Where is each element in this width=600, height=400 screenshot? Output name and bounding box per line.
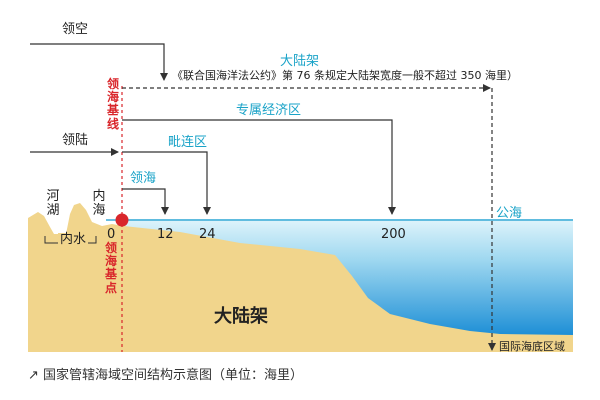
- contiguous-zone-label: 毗连区: [168, 135, 208, 150]
- inland-water-label: 内水: [58, 232, 89, 247]
- baseline-point-marker: [115, 213, 129, 227]
- contiguous-zone-arrow: [122, 151, 211, 215]
- high-seas-label: 公海: [496, 206, 523, 221]
- tick-200: 200: [381, 227, 406, 242]
- continental-shelf-main-label: 大陆架: [214, 306, 268, 327]
- caption-arrow-icon: ↗: [28, 368, 39, 383]
- airspace-arrow: [30, 43, 168, 81]
- eez-arrow: [122, 119, 396, 215]
- river-lake-label: 河湖: [46, 189, 60, 219]
- tick-0: 0: [107, 227, 116, 242]
- land-territory-label: 领陆: [62, 133, 89, 148]
- continental-shelf-top-label: 大陆架: [280, 54, 320, 69]
- international-seabed-label: 国际海底区域: [499, 340, 565, 353]
- territorial-sea-label: 领海: [130, 171, 157, 186]
- basepoint-vertical-label: 领海基点: [104, 241, 117, 295]
- inland-sea-label: 内海: [92, 189, 106, 219]
- diagram-caption: ↗ 国家管辖海域空间结构示意图（单位：海里）: [28, 364, 303, 383]
- territorial-airspace-label: 领空: [62, 22, 89, 37]
- tick-12: 12: [157, 227, 174, 242]
- baseline-vertical-label: 领海基线: [106, 77, 119, 131]
- tick-24: 24: [199, 227, 216, 242]
- eez-label: 专属经济区: [236, 103, 302, 118]
- caption-text: 国家管辖海域空间结构示意图（单位：海里）: [43, 368, 304, 383]
- territorial-sea-arrow: [122, 188, 169, 215]
- land-and-seabed: [28, 203, 573, 352]
- unclos-note: 《联合国海洋法公约》第 76 条规定大陆架宽度一般不超过 350 海里）: [172, 69, 518, 82]
